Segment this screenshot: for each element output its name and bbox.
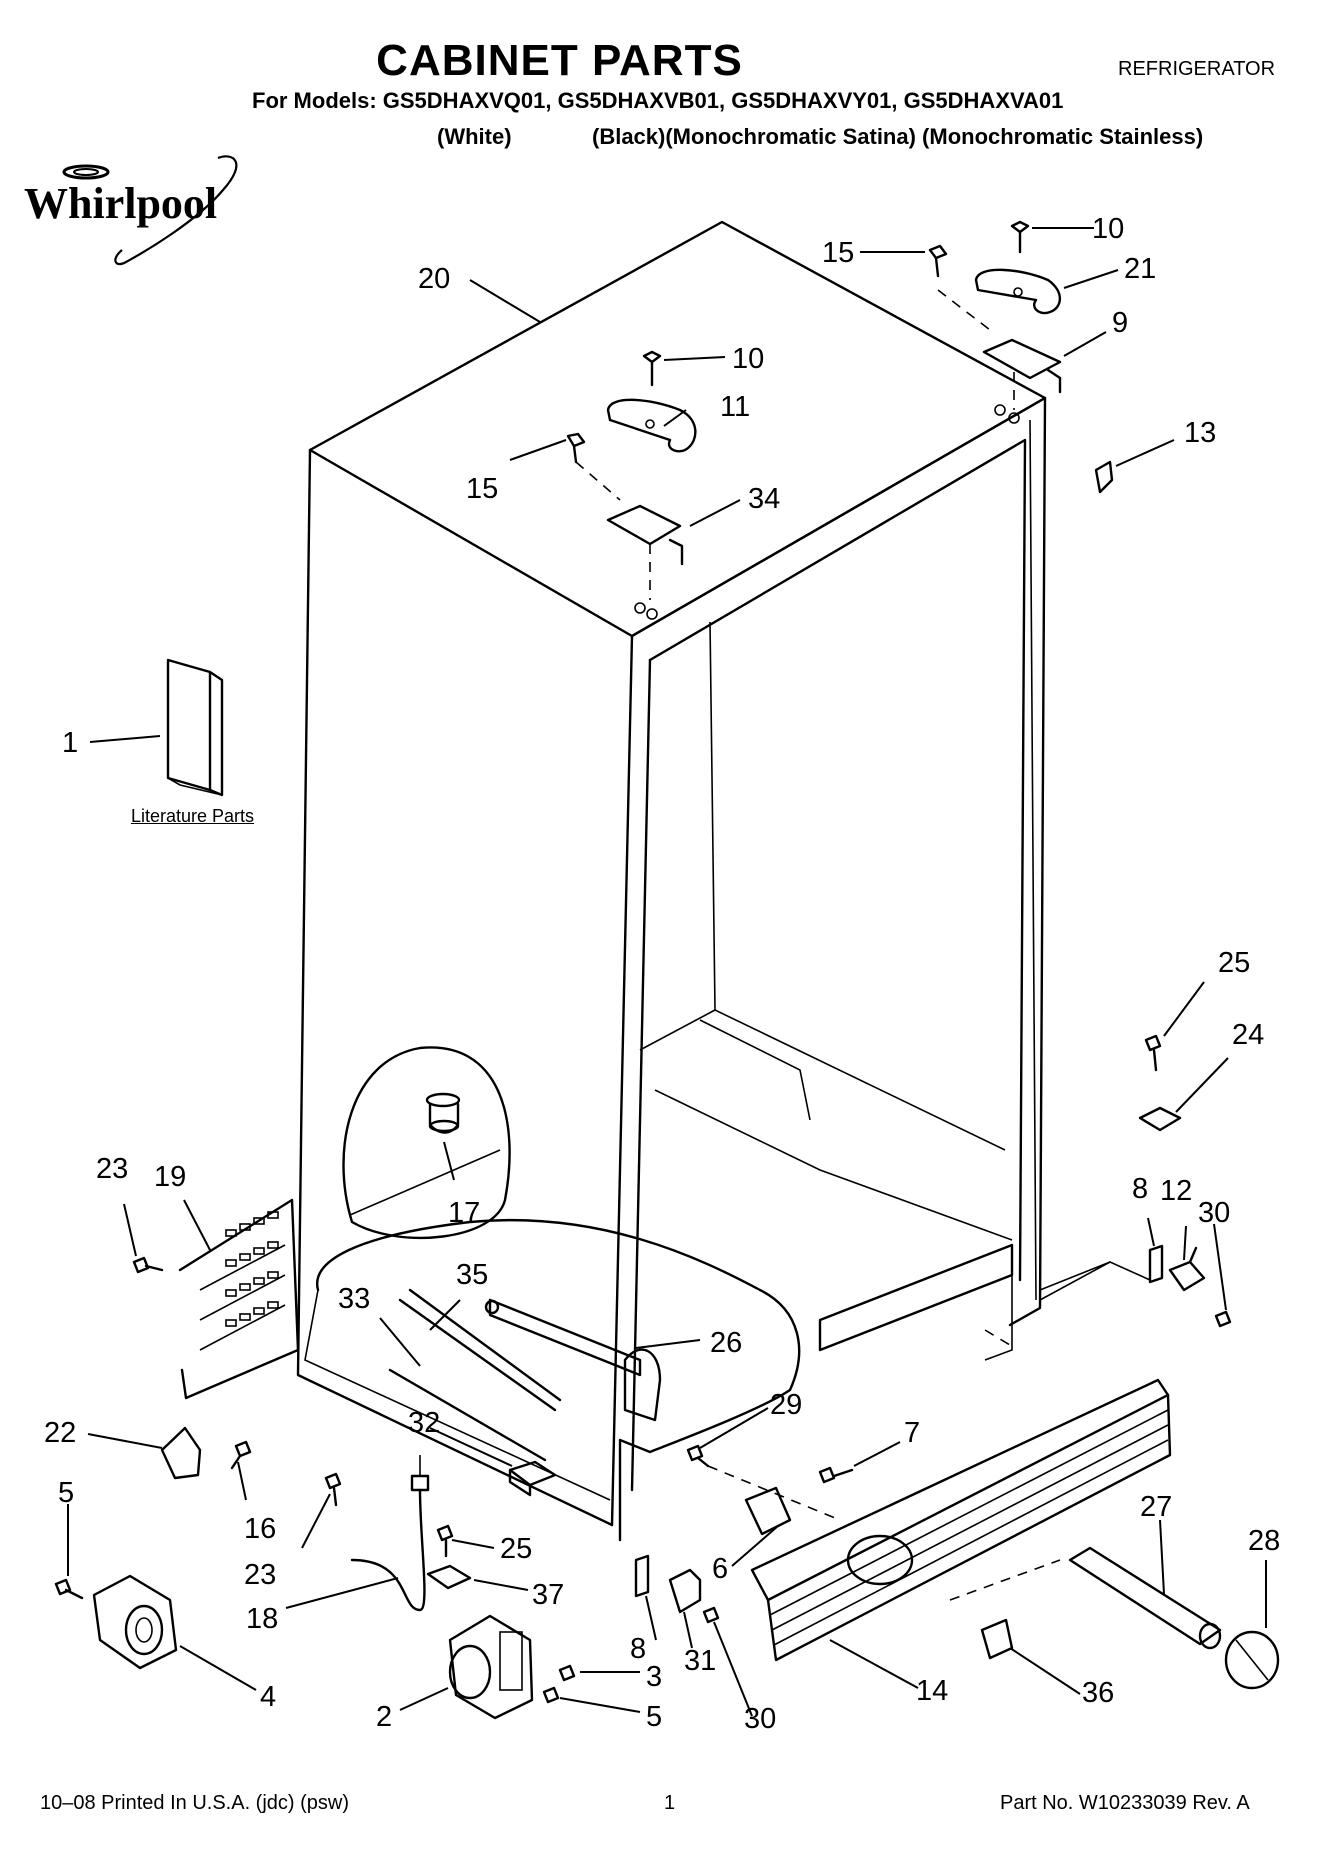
leader-lines xyxy=(67,227,1267,1717)
callout-19: 19 xyxy=(154,1161,186,1193)
callout-27: 27 xyxy=(1140,1491,1172,1523)
clip-13 xyxy=(1094,460,1114,494)
screw-5-left xyxy=(54,1578,84,1600)
footer-page-number: 1 xyxy=(664,1792,676,1814)
rear-panel-19 xyxy=(178,1198,300,1400)
callout-numbers: 1 20 10 11 15 34 15 10 21 9 13 25 24 8 1… xyxy=(44,213,1280,1735)
callout-9: 9 xyxy=(1112,307,1128,339)
svg-text:Whirlpool: Whirlpool xyxy=(24,179,217,228)
callout-37: 37 xyxy=(532,1579,564,1611)
screw-25-lower xyxy=(436,1524,454,1558)
callout-25-upper: 25 xyxy=(1218,947,1250,979)
models-line: For Models: GS5DHAXVQ01, GS5DHAXVB01, GS… xyxy=(252,88,1064,113)
cap-36 xyxy=(980,1618,1014,1660)
water-filter-27 xyxy=(1068,1546,1222,1650)
filter-cap-28 xyxy=(1224,1630,1280,1690)
callout-14: 14 xyxy=(916,1675,948,1707)
bracket-22 xyxy=(160,1426,202,1480)
callout-20: 20 xyxy=(418,263,450,295)
callout-22: 22 xyxy=(44,1417,76,1449)
color-white: (White) xyxy=(437,124,512,149)
callout-13: 13 xyxy=(1184,417,1216,449)
screw-23-upper xyxy=(132,1256,164,1274)
dashed-guide-lower xyxy=(707,1465,841,1521)
screw-23-lower xyxy=(324,1472,342,1507)
literature-parts-label: Literature Parts xyxy=(131,806,255,826)
lower-cutout xyxy=(304,1218,801,1542)
screw-25-upper xyxy=(1144,1034,1162,1072)
callout-30-lower: 30 xyxy=(744,1703,776,1735)
callout-8-lower: 8 xyxy=(630,1633,646,1665)
screw-7 xyxy=(818,1466,854,1484)
callout-7: 7 xyxy=(904,1417,920,1449)
callout-15-right: 15 xyxy=(822,237,854,269)
callout-29: 29 xyxy=(770,1389,802,1421)
callout-16: 16 xyxy=(244,1513,276,1545)
callout-35: 35 xyxy=(456,1259,488,1291)
callout-23-lower: 23 xyxy=(244,1559,276,1591)
page-title: CABINET PARTS xyxy=(0,36,1339,86)
callout-31: 31 xyxy=(684,1645,716,1677)
callout-32: 32 xyxy=(408,1407,440,1439)
callout-23-upper: 23 xyxy=(96,1153,128,1185)
callout-12: 12 xyxy=(1160,1175,1192,1207)
bracket-6 xyxy=(744,1486,792,1536)
callout-6: 6 xyxy=(712,1553,728,1585)
top-hinge-left xyxy=(566,350,697,620)
callout-15-left: 15 xyxy=(466,473,498,505)
callout-10-right: 10 xyxy=(1092,213,1124,245)
callout-5-right: 5 xyxy=(646,1701,662,1733)
page-title-text: CABINET PARTS xyxy=(376,36,743,85)
callout-30-upper: 30 xyxy=(1198,1197,1230,1229)
callout-34: 34 xyxy=(748,483,780,515)
product-category: REFRIGERATOR xyxy=(1118,58,1276,80)
footer-part-number: Part No. W10233039 Rev. A xyxy=(1000,1792,1250,1814)
plate-8-lower xyxy=(634,1554,650,1598)
callout-26: 26 xyxy=(710,1327,742,1359)
callout-24: 24 xyxy=(1232,1019,1264,1051)
callout-11: 11 xyxy=(720,391,750,423)
top-hinge-right xyxy=(928,220,1062,424)
dashed-guide-filter xyxy=(949,1559,1061,1601)
callout-25-lower: 25 xyxy=(500,1533,532,1565)
callout-1: 1 xyxy=(62,727,78,759)
callout-36: 36 xyxy=(1082,1677,1114,1709)
cabinet-shell xyxy=(296,220,1151,1527)
bracket-12 xyxy=(1168,1246,1206,1292)
washer-37 xyxy=(426,1564,472,1590)
callout-17: 17 xyxy=(448,1197,480,1229)
screw-30-lower xyxy=(702,1606,720,1624)
screw-3 xyxy=(558,1664,576,1682)
screw-5-right xyxy=(542,1686,560,1704)
footer-print-info: 10–08 Printed In U.S.A. (jdc) (psw) xyxy=(40,1792,350,1814)
screw-16 xyxy=(230,1440,252,1470)
callout-33: 33 xyxy=(338,1283,370,1315)
detail-cutout-17 xyxy=(342,1046,511,1240)
callout-10-left: 10 xyxy=(732,343,764,375)
callout-18: 18 xyxy=(246,1603,278,1635)
color-variants: (Black)(Monochromatic Satina) (Monochrom… xyxy=(592,124,1204,149)
washer-24 xyxy=(1138,1106,1182,1132)
callout-5-left: 5 xyxy=(58,1477,74,1509)
rear-corner-line xyxy=(1039,1261,1111,1301)
screw-29 xyxy=(686,1444,710,1468)
callout-3: 3 xyxy=(646,1661,662,1693)
roller-assembly-2 xyxy=(448,1614,534,1720)
bracket-31 xyxy=(668,1568,702,1614)
screw-30-upper xyxy=(1214,1310,1232,1328)
toe-grille-14 xyxy=(750,1378,1172,1662)
callout-21: 21 xyxy=(1124,253,1156,285)
literature-part xyxy=(166,658,224,797)
callout-8-upper: 8 xyxy=(1132,1173,1148,1205)
callout-2: 2 xyxy=(376,1701,392,1733)
callout-28: 28 xyxy=(1248,1525,1280,1557)
water-tube-18 xyxy=(350,1455,430,1612)
callout-4: 4 xyxy=(260,1681,276,1713)
roller-4 xyxy=(92,1574,178,1670)
whirlpool-logo: Whirlpool xyxy=(24,155,238,266)
plate-8-upper xyxy=(1148,1244,1164,1284)
